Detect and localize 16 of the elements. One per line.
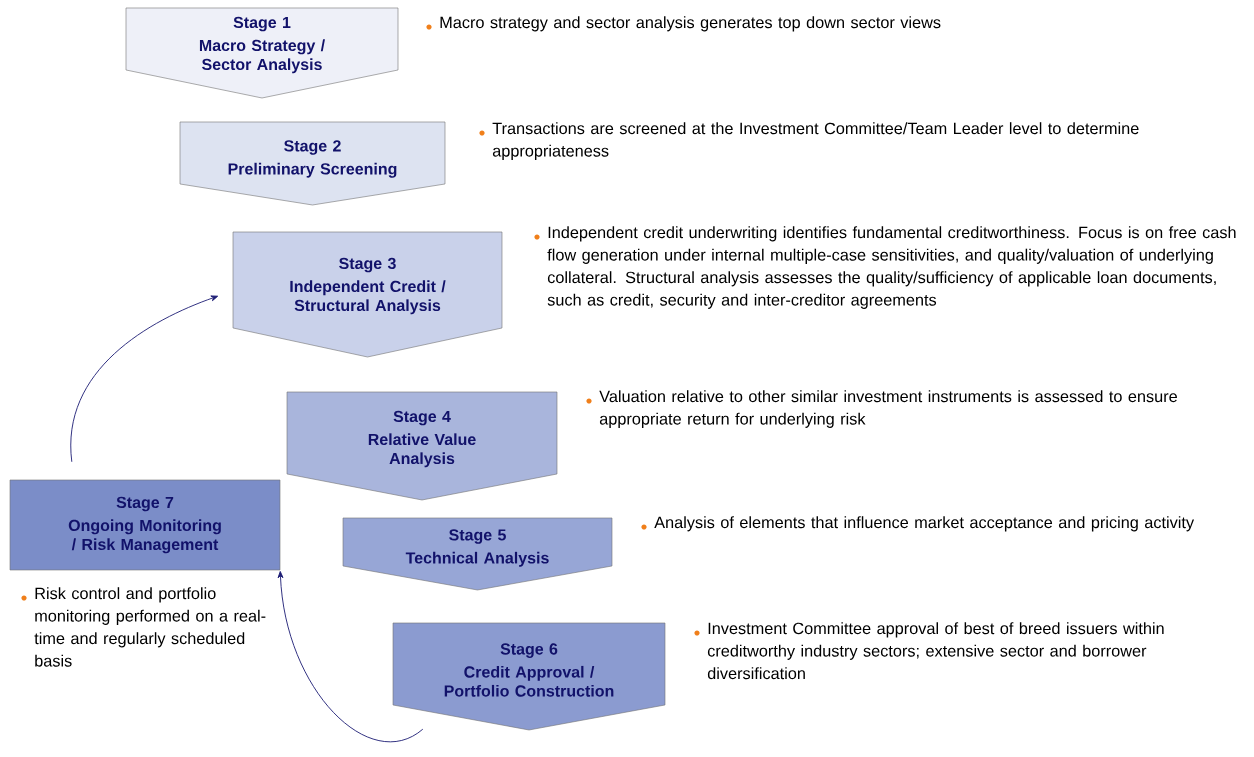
curved-arrow [70, 295, 219, 463]
stage-box: Stage 6 Credit Approval / Portfolio Construction [392, 622, 666, 731]
bullet-text: Valuation relative to other similar investment instruments is assessed to ensure appropriate return for underlying risk [599, 390, 1177, 428]
bullet-text: Risk control and portfolio monitoring performed on a real-time and regularly scheduled basis [34, 587, 266, 667]
bullet-text: Macro strategy and sector analysis generates top down sector views [440, 16, 941, 32]
stage-box: Stage 5 Technical Analysis [342, 517, 613, 591]
bullet-text: Independent credit underwriting identifies fundamental creditworthiness. Focus is on free cash flow generation under internal multiple-case sensitivities, and quality/valuation of underlying collateral. Structural analysis assesses the quality/sufficiency of applicable loan documents, such as credit, security and inter-creditor agreements [547, 226, 1236, 309]
bullet-text: Analysis of elements that influence market acceptance and pricing activity [654, 516, 1195, 532]
stage-box: Stage 2 Preliminary Screening [179, 121, 446, 206]
stage-box: Stage 3 Independent Credit / Structural Analysis [232, 231, 503, 358]
stage-box: Stage 7 Ongoing Monitoring / Risk Management [9, 479, 281, 571]
bullet-text: Investment Committee approval of best of breed issuers within creditworthy industry sectors; extensive sector and borrower diversification [707, 622, 1164, 680]
stage-box: Stage 1 Macro Strategy / Sector Analysis [125, 7, 399, 99]
curved-arrow [277, 571, 424, 743]
bullet-text: Transactions are screened at the Investment Committee/Team Leader level to determine appropriateness [492, 122, 1139, 160]
stage-box: Stage 4 Relative Value Analysis [286, 391, 558, 501]
